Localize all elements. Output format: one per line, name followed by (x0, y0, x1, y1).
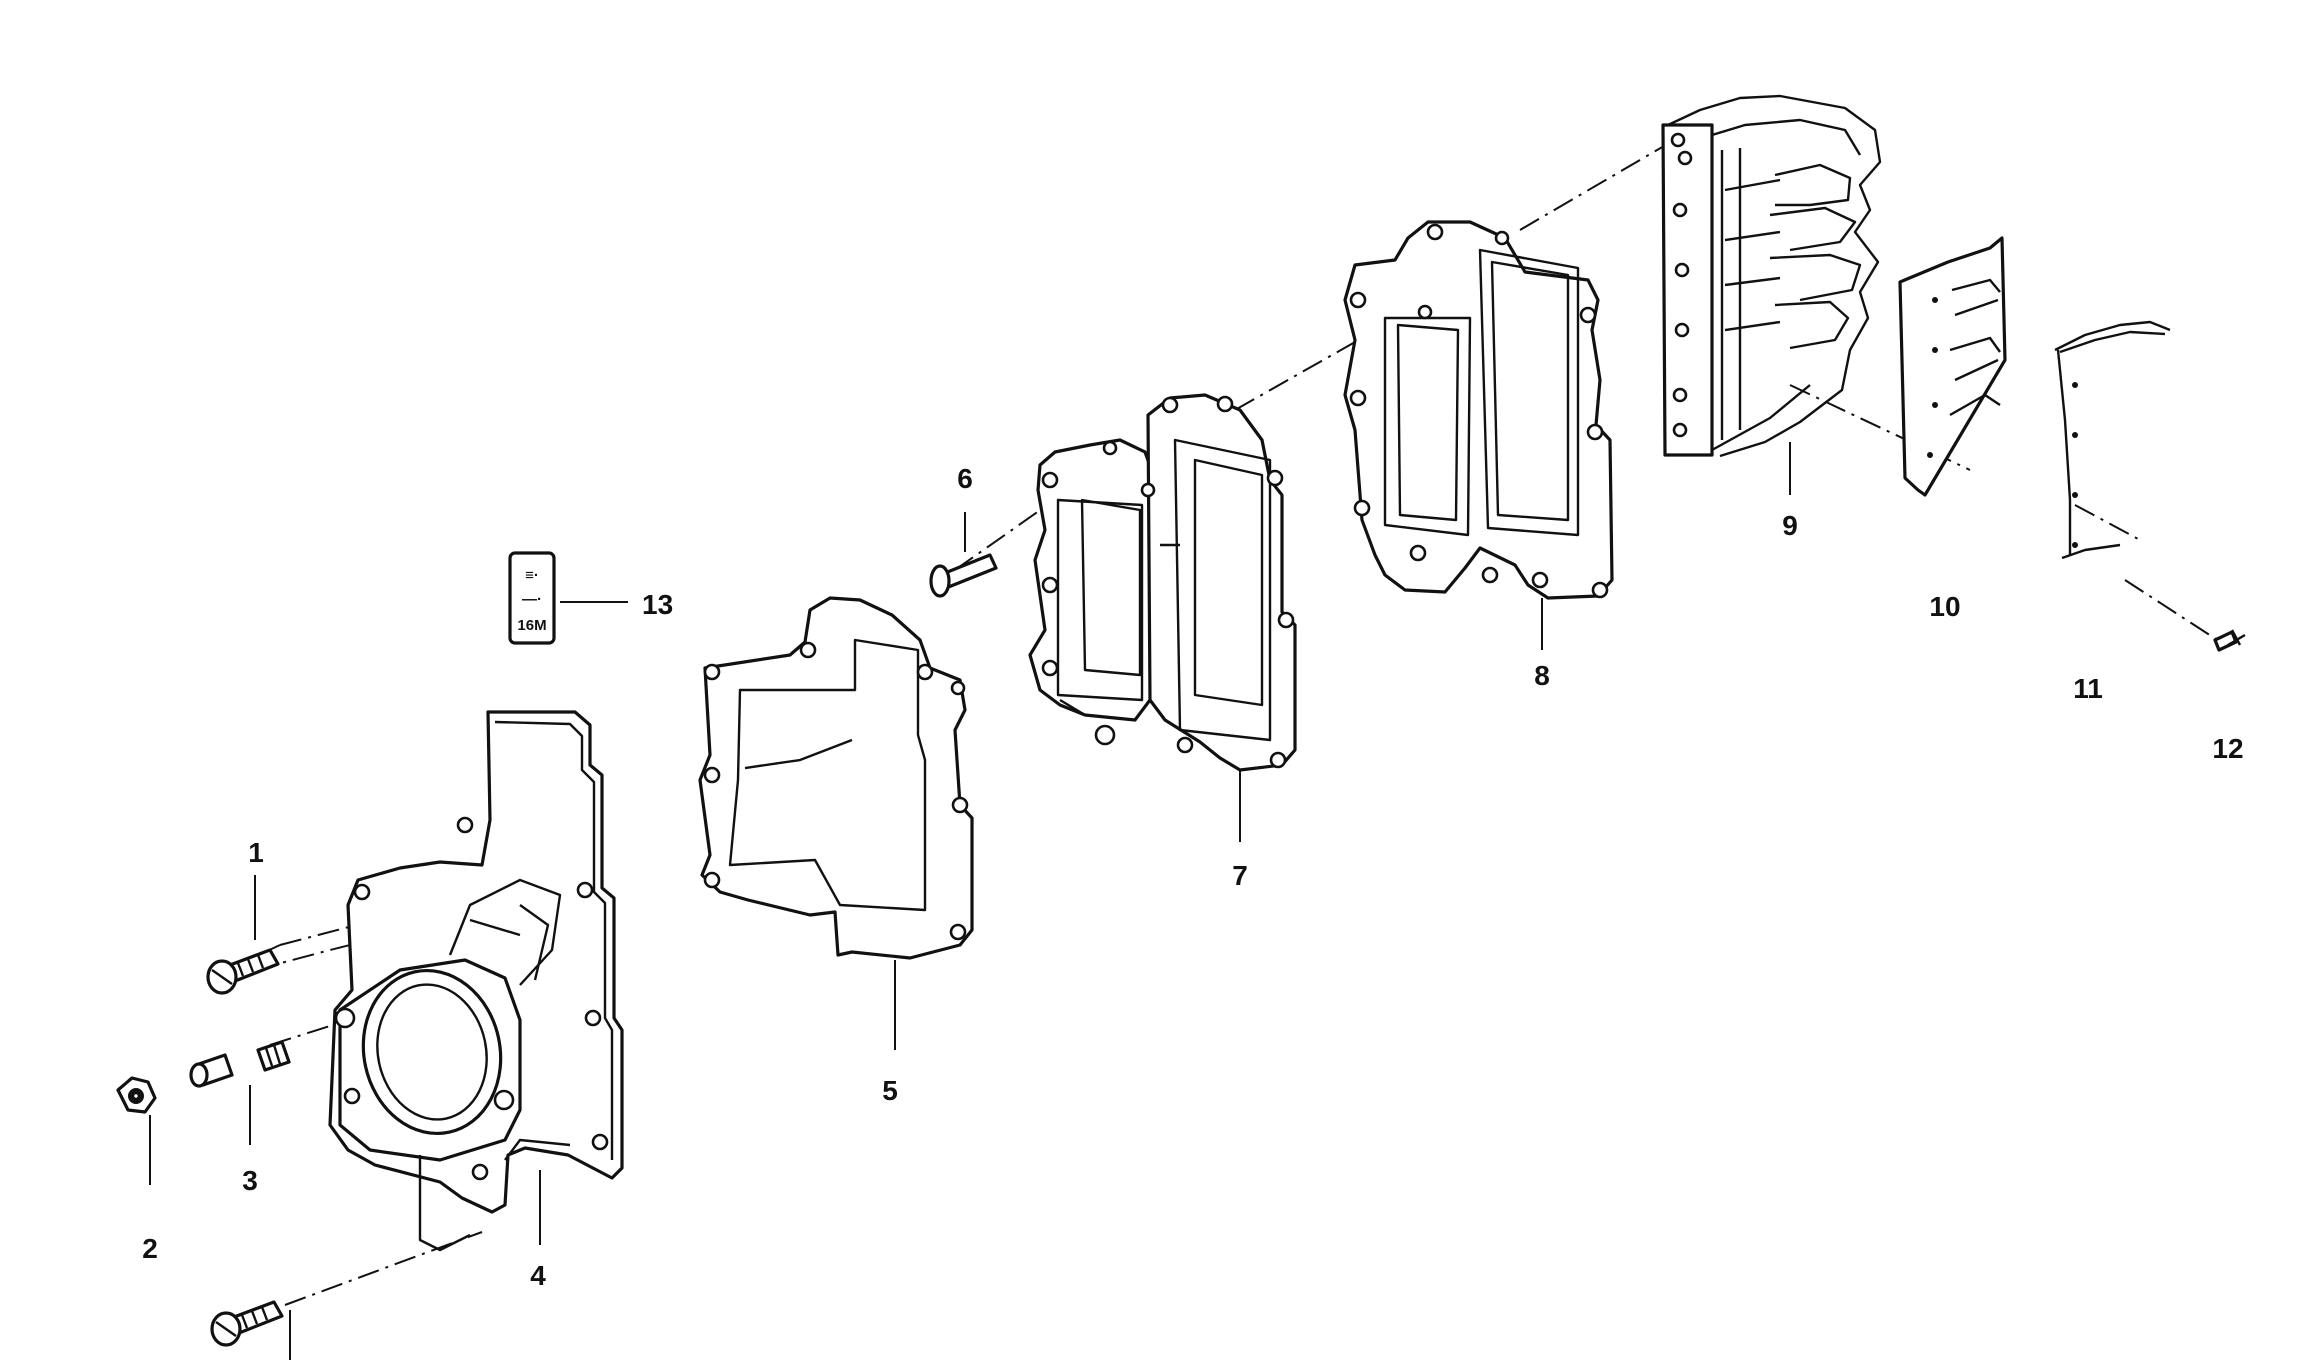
callout-4: 4 (530, 1260, 546, 1291)
part-3-stud (189, 1040, 291, 1088)
decal-line-3: 16M (517, 617, 546, 634)
callout-12: 12 (2212, 733, 2243, 764)
decal-line-2: —· (522, 591, 542, 608)
callout-11: 11 (2073, 673, 2103, 704)
part-11-reed-stop (2054, 320, 2171, 560)
callout-6: 6 (957, 463, 973, 494)
callout-1: 1 (248, 837, 264, 868)
callout-5: 5 (882, 1075, 898, 1106)
part-1-screw-lower (210, 1300, 284, 1347)
callout-3: 3 (242, 1165, 258, 1196)
part-4-carburetor-adaptor (328, 710, 624, 1252)
part-7-reed-housing (1028, 393, 1297, 772)
callout-8: 8 (1534, 660, 1550, 691)
callout-10: 10 (1929, 591, 1960, 622)
leader-lines (149, 442, 1791, 1360)
part-6-rivet (929, 553, 998, 598)
part-8-gasket (1343, 220, 1614, 600)
part-10-reed-petals (1898, 236, 2007, 497)
centerline-stop-to-screw (2124, 579, 2226, 646)
part-2-nut (116, 1076, 157, 1114)
callout-7: 7 (1232, 860, 1248, 891)
part-12-screw (2213, 629, 2246, 652)
callout-2: 2 (142, 1233, 158, 1264)
callout-9: 9 (1782, 510, 1798, 541)
part-13-decal: ≡· —· 16M (508, 551, 556, 645)
centerline-gasket-7-to-8 (1234, 324, 1386, 411)
decal-line-1: ≡· (525, 567, 539, 584)
callout-labels: 1 2 3 4 5 6 7 8 9 10 11 12 13 (142, 463, 2243, 1291)
centerline-bottom-bolt (284, 1231, 483, 1306)
centerline-reed-to-stop (2074, 504, 2141, 541)
part-5-gasket (698, 596, 974, 960)
callout-13: 13 (642, 589, 673, 620)
part-1-screw (206, 948, 280, 995)
part-9-reed-block (1661, 94, 1882, 458)
